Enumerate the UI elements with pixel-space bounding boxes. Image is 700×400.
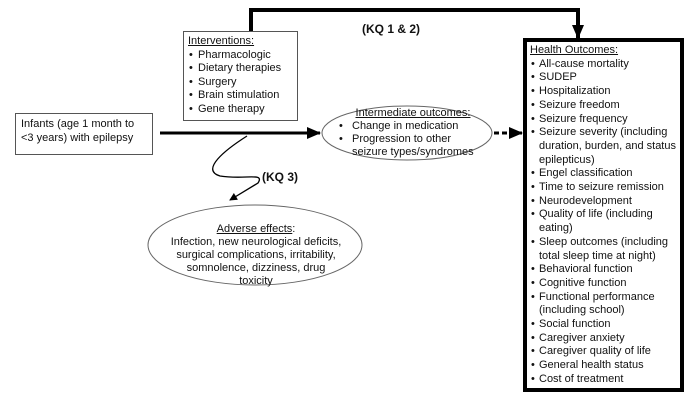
list-item: Behavioral function [530,263,680,277]
list-item: Engel classification [530,167,680,181]
intermediate-outcomes: Intermediate outcomes: Change in medicat… [338,107,488,159]
list-item: Sleep outcomes (including total sleep ti… [530,236,680,263]
list-item: Seizure freedom [530,99,680,113]
adverse-text: Infection, new neurological deficits, su… [170,236,342,287]
list-item: Surgery [188,76,293,90]
list-item: SUDEP [530,71,680,85]
list-item: Seizure frequency [530,113,680,127]
population-box: Infants (age 1 month to <3 years) with e… [15,113,153,155]
list-item: Social function [530,318,680,332]
list-item: Seizure severity (including duration, bu… [530,126,680,167]
list-item: Cognitive function [530,277,680,291]
list-item: Brain stimulation [188,89,293,103]
list-item: Functional performance (including school… [530,291,680,318]
kq12-arrow [249,8,584,39]
intermediate-title: Intermediate outcomes: [355,107,471,119]
interventions-box: Interventions: PharmacologicDietary ther… [183,31,298,121]
adverse-ellipse [147,204,363,286]
list-item: Progression to other seizure types/syndr… [338,133,488,159]
list-item: Caregiver quality of life [530,345,680,359]
health-outcomes: Health Outcomes: All-cause mortalitySUDE… [530,44,680,387]
list-item: Caregiver anxiety [530,332,680,346]
list-item: Gene therapy [188,103,293,117]
adverse-title: Adverse effects [216,223,293,235]
list-item: Neurodevelopment [530,195,680,209]
adverse-effects: Adverse effects: Infection, new neurolog… [170,223,342,287]
list-item: Time to seizure remission [530,181,680,195]
kq3-label: (KQ 3) [262,170,298,184]
list-item: All-cause mortality [530,58,680,72]
health-outcomes-border [523,38,684,392]
list-item: Cost of treatment [530,373,680,387]
health-title: Health Outcomes: [530,44,619,56]
list-item: Change in medication [338,120,488,133]
list-item: Hospitalization [530,85,680,99]
interventions-title: Interventions: [188,35,255,47]
list-item: Pharmacologic [188,49,293,63]
list-item: Dietary therapies [188,62,293,76]
list-item: General health status [530,359,680,373]
kq3-arrow [212,135,261,201]
list-item: Quality of life (including eating) [530,208,680,235]
kq12-label: (KQ 1 & 2) [362,22,421,36]
